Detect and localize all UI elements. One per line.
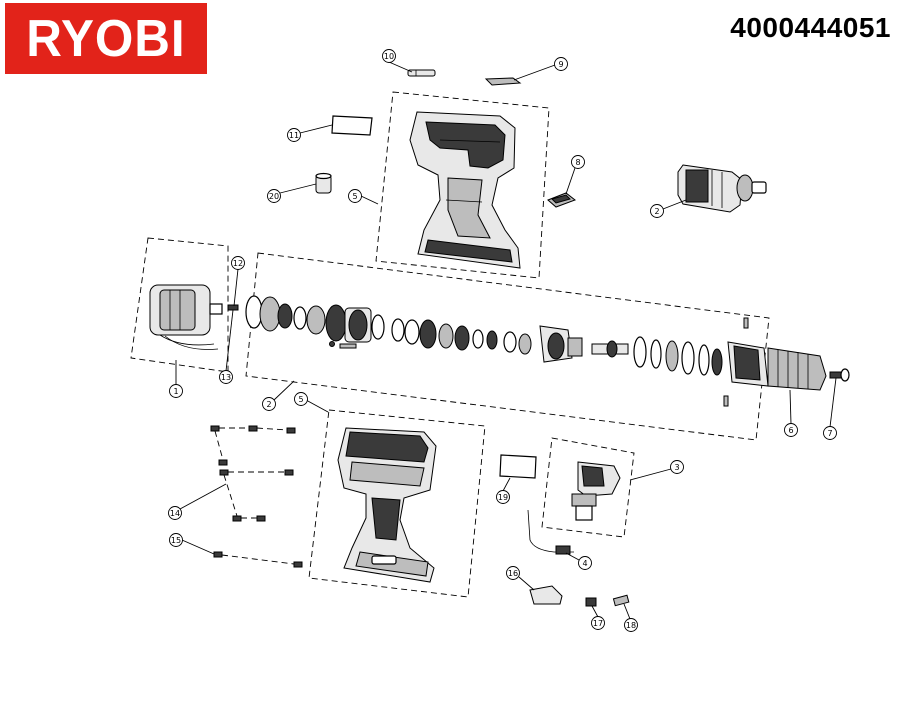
callout-number: 19: [498, 493, 508, 502]
callout-number: 15: [171, 536, 181, 545]
callout-number: 17: [593, 619, 603, 628]
callout-circle: [219, 370, 233, 384]
callout-c2a: 2: [650, 204, 664, 218]
callout-circle: [670, 460, 684, 474]
callout-number: 2: [654, 207, 659, 216]
callout-circle: [591, 616, 605, 630]
leader-lines: [175, 61, 837, 620]
callout-number: 18: [626, 621, 636, 630]
callout-number: 6: [788, 426, 793, 435]
part-7-screw: [829, 368, 850, 382]
callout-c11: 11: [287, 128, 301, 142]
callout-c3: 3: [670, 460, 684, 474]
callout-number: 1: [173, 387, 178, 396]
callout-c7: 7: [823, 426, 837, 440]
part-18-screw: [612, 594, 630, 607]
callout-circle: [506, 566, 520, 580]
upper-housing-group-box: [375, 91, 550, 279]
callout-number: 9: [558, 60, 563, 69]
callout-circle: [169, 533, 183, 547]
callout-c16: 16: [506, 566, 520, 580]
callout-number: 12: [233, 259, 243, 268]
callout-circle: [578, 556, 592, 570]
callout-circle: [784, 423, 798, 437]
callout-c8: 8: [571, 155, 585, 169]
part-6-chuck: [767, 347, 827, 391]
callout-circle: [624, 618, 638, 632]
callout-c5a: 5: [348, 189, 362, 203]
part-16-pad: [529, 585, 563, 605]
part-9-clip: [484, 77, 522, 86]
callout-number: 16: [508, 569, 518, 578]
callout-number: 5: [352, 192, 357, 201]
callout-circle: [267, 189, 281, 203]
callout-number: 3: [674, 463, 679, 472]
callout-c9: 9: [554, 57, 568, 71]
part-14-screws: [210, 425, 296, 522]
callout-circle: [554, 57, 568, 71]
callout-circle: [823, 426, 837, 440]
callout-c15: 15: [169, 533, 183, 547]
part-3-switch: [571, 461, 621, 521]
callout-c17: 17: [591, 616, 605, 630]
gearbox-group-box: [245, 252, 770, 441]
callout-c20: 20: [267, 189, 281, 203]
callout-circle: [294, 392, 308, 406]
callout-circle: [231, 256, 245, 270]
callout-circle: [168, 506, 182, 520]
callout-circle: [287, 128, 301, 142]
ryobi-logo: RYOBI: [5, 3, 207, 74]
callout-number: 4: [582, 559, 587, 568]
callout-number: 5: [298, 395, 303, 404]
callout-number: 11: [289, 131, 299, 140]
part-20-plug: [315, 172, 332, 194]
callout-c2b: 2: [262, 397, 276, 411]
callout-circle: [348, 189, 362, 203]
callout-c19: 19: [496, 490, 510, 504]
callout-c13: 13: [219, 370, 233, 384]
callout-number: 8: [575, 158, 580, 167]
callout-number: 13: [221, 373, 231, 382]
part-17-nut: [585, 597, 597, 607]
callout-c18: 18: [624, 618, 638, 632]
callout-c5b: 5: [294, 392, 308, 406]
part-15-screws: [213, 551, 303, 568]
part-1-motor: [149, 284, 223, 350]
gearbox-internals: [227, 295, 769, 407]
part-8-cap: [547, 192, 577, 208]
callout-circle: [650, 204, 664, 218]
part-2-gearbox-assembly-top: [677, 164, 767, 213]
logo-text: RYOBI: [26, 9, 186, 68]
callout-number: 20: [269, 192, 279, 201]
callout-circle: [262, 397, 276, 411]
callout-circle: [169, 384, 183, 398]
callout-circle: [496, 490, 510, 504]
callout-number: 2: [266, 400, 271, 409]
callout-number: 10: [384, 52, 394, 61]
lower-housing-group-box: [308, 409, 486, 598]
switch-group-box: [541, 437, 635, 538]
part-5-housing-half-upper: [409, 111, 521, 269]
callout-c4: 4: [578, 556, 592, 570]
callout-number: 14: [170, 509, 180, 518]
callout-c14: 14: [168, 506, 182, 520]
motor-group-box: [130, 237, 229, 373]
part-10-pin: [407, 69, 436, 77]
callout-c10: 10: [382, 49, 396, 63]
callout-circle: [382, 49, 396, 63]
part-5-housing-half-lower: [337, 427, 437, 583]
callout-c1: 1: [169, 384, 183, 398]
part-11-label: [331, 115, 373, 136]
part-19-label: [499, 454, 537, 479]
callout-c6: 6: [784, 423, 798, 437]
document-number: 4000444051: [730, 12, 891, 43]
callout-circle: [571, 155, 585, 169]
callout-number: 7: [827, 429, 832, 438]
part-4-wire: [527, 509, 574, 555]
callout-c12: 12: [231, 256, 245, 270]
